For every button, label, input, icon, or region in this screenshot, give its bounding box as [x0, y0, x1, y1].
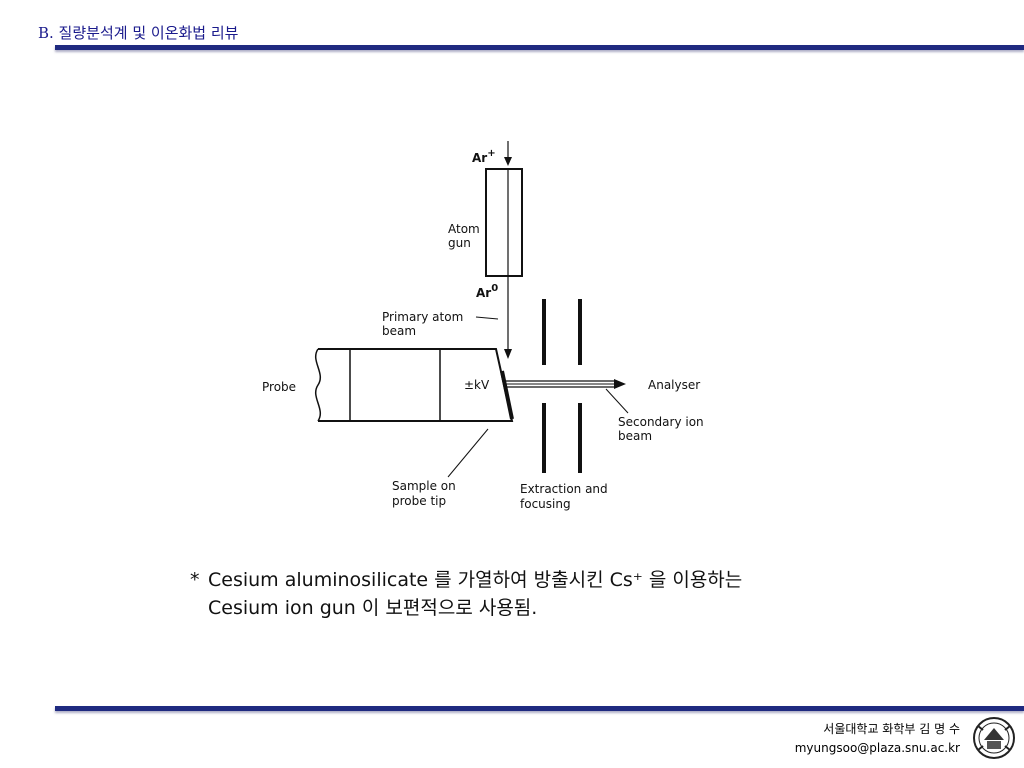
note-line-1: Cesium aluminosilicate 를 가열하여 방출시킨 Cs⁺ 을… — [208, 569, 743, 591]
footer-rule — [55, 706, 1024, 711]
label-ar-plus: Ar+ — [472, 148, 496, 165]
footer-affiliation: 서울대학교 화학부 김 명 수 — [823, 722, 960, 736]
secondary-beam-leader — [605, 388, 629, 414]
probe-break — [315, 348, 321, 422]
label-primary-atom-beam: Primary atom beam — [382, 310, 467, 338]
note-bullet: * — [190, 569, 200, 591]
atom-gun-tube — [485, 168, 523, 277]
label-sample-on-probe-tip: Sample on probe tip — [392, 479, 460, 508]
header-rule — [55, 45, 1024, 50]
university-emblem-icon — [973, 717, 1015, 759]
secondary-ion-beam-arrowhead — [614, 379, 626, 389]
label-secondary-ion-beam: Secondary ion beam — [618, 415, 707, 443]
label-probe: Probe — [262, 380, 296, 394]
ar-plus-arrowhead — [504, 157, 512, 166]
note-line-2: Cesium ion gun 이 보편적으로 사용됨. — [208, 597, 538, 619]
primary-beam-arrowhead — [504, 349, 512, 359]
note-text: * Cesium aluminosilicate 를 가열하여 방출시킨 Cs⁺… — [190, 566, 890, 622]
slide-title: B. 질량분석계 및 이온화법 리뷰 — [38, 24, 239, 42]
footer: 서울대학교 화학부 김 명 수 myungsoo@plaza.snu.ac.kr — [795, 720, 960, 758]
primary-beam-leader — [475, 316, 499, 320]
label-analyser: Analyser — [648, 378, 700, 392]
label-extraction-focusing: Extraction and focusing — [520, 482, 611, 511]
label-ar-zero: Ar0 — [476, 283, 498, 300]
label-atom-gun: Atom gun — [448, 222, 484, 250]
sample-leader — [447, 428, 489, 478]
fab-diagram: Ar+ Atom gun Ar0 Primary atom beam Probe… — [262, 141, 707, 511]
sample-layer — [500, 370, 514, 420]
footer-email: myungsoo@plaza.snu.ac.kr — [794, 741, 960, 755]
label-kv: ±kV — [464, 378, 490, 392]
